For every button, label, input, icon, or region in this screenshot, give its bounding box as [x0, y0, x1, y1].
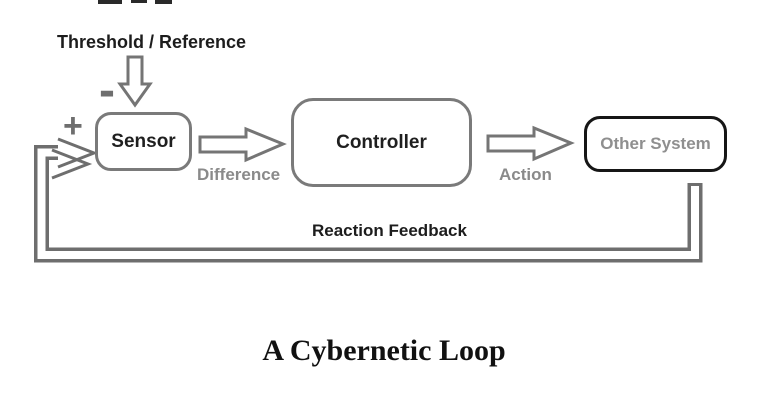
controller-node-label: Controller: [336, 131, 427, 153]
action-arrow-icon: [486, 125, 575, 162]
controller-node: Controller: [291, 98, 472, 187]
sensor-node-label: Sensor: [111, 130, 176, 152]
diagram-title: A Cybernetic Loop: [262, 334, 506, 367]
cropped-text-fragment: [131, 0, 147, 3]
feedback-arrowhead-lower-icon: [51, 148, 93, 180]
feedback-loop-hollow: [37, 148, 699, 259]
threshold-reference-label: Threshold / Reference: [57, 32, 247, 52]
plus-sign: +: [63, 107, 83, 145]
other-system-node-label: Other System: [600, 134, 711, 153]
threshold-down-arrow-icon: [117, 55, 153, 108]
difference-arrow-icon: [198, 126, 287, 163]
feedback-arrowhead-icon: [57, 137, 99, 169]
reaction-feedback-label: Reaction Feedback: [312, 221, 467, 240]
sensor-node: Sensor: [95, 112, 192, 171]
difference-label: Difference: [197, 165, 281, 184]
cropped-text-fragment: [155, 0, 172, 4]
other-system-node: Other System: [584, 116, 727, 172]
minus-sign: -: [99, 64, 115, 117]
action-label: Action: [499, 165, 552, 184]
cropped-text-fragment: [98, 0, 122, 4]
